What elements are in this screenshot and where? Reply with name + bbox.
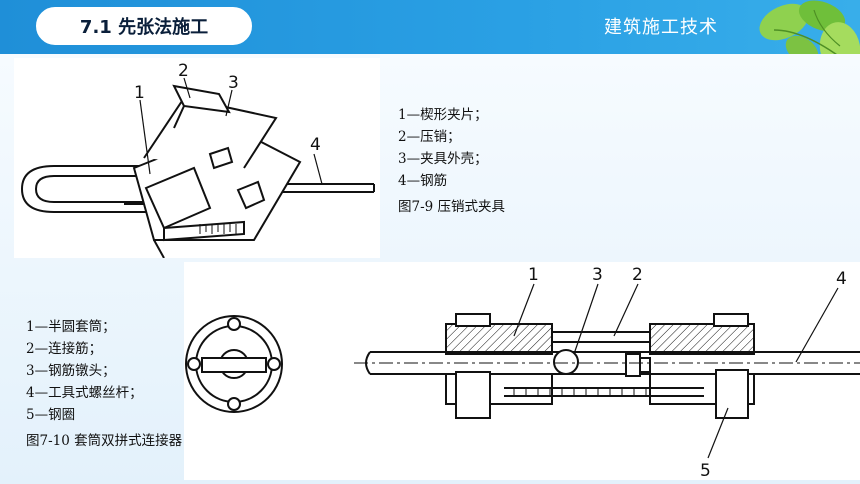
section-title: 7.1 先张法施工 bbox=[79, 17, 209, 38]
figure-caption: 图7-10 套筒双拼式连接器 bbox=[26, 433, 183, 449]
section-title-pill: 7.1 先张法施工 bbox=[36, 7, 252, 45]
fig1-label-1: 1 bbox=[134, 83, 145, 103]
legend-item: 2—压销； bbox=[398, 129, 461, 145]
figure-7-9-drawing: 1 2 3 4 bbox=[14, 58, 380, 259]
header-bar: 7.1 先张法施工 建筑施工技术 bbox=[0, 0, 860, 54]
fig2-label-3: 3 bbox=[592, 265, 603, 285]
legend-item: 5—钢圈 bbox=[26, 407, 76, 423]
figure-7-9-legend: 1—楔形夹片； 2—压销； 3—夹具外壳； 4—钢筋 图7-9 压销式夹具 bbox=[398, 104, 505, 218]
fig1-label-2: 2 bbox=[178, 61, 189, 81]
fig2-label-4: 4 bbox=[836, 269, 847, 289]
legend-item: 1—楔形夹片； bbox=[398, 107, 488, 123]
fig1-label-4: 4 bbox=[310, 135, 321, 155]
legend-item: 3—夹具外壳； bbox=[398, 151, 488, 167]
legend-item: 4—钢筋 bbox=[398, 173, 448, 189]
fig1-label-3: 3 bbox=[228, 73, 239, 93]
fig2-label-2: 2 bbox=[632, 265, 643, 285]
legend-item: 3—钢筋镦头； bbox=[26, 363, 116, 379]
legend-item: 4—工具式螺丝杆； bbox=[26, 385, 143, 401]
course-title: 建筑施工技术 bbox=[604, 17, 718, 38]
figure-caption: 图7-9 压销式夹具 bbox=[398, 199, 506, 215]
figure-7-10-legend: 1—半圆套筒； 2—连接筋； 3—钢筋镦头； 4—工具式螺丝杆； 5—钢圈 图7… bbox=[26, 316, 182, 452]
figure-7-10-drawing: 1 3 2 4 5 bbox=[184, 262, 860, 481]
fig2-label-1: 1 bbox=[528, 265, 539, 285]
legend-item: 1—半圆套筒； bbox=[26, 319, 116, 335]
legend-item: 2—连接筋； bbox=[26, 341, 103, 357]
fig2-label-5: 5 bbox=[700, 461, 711, 480]
